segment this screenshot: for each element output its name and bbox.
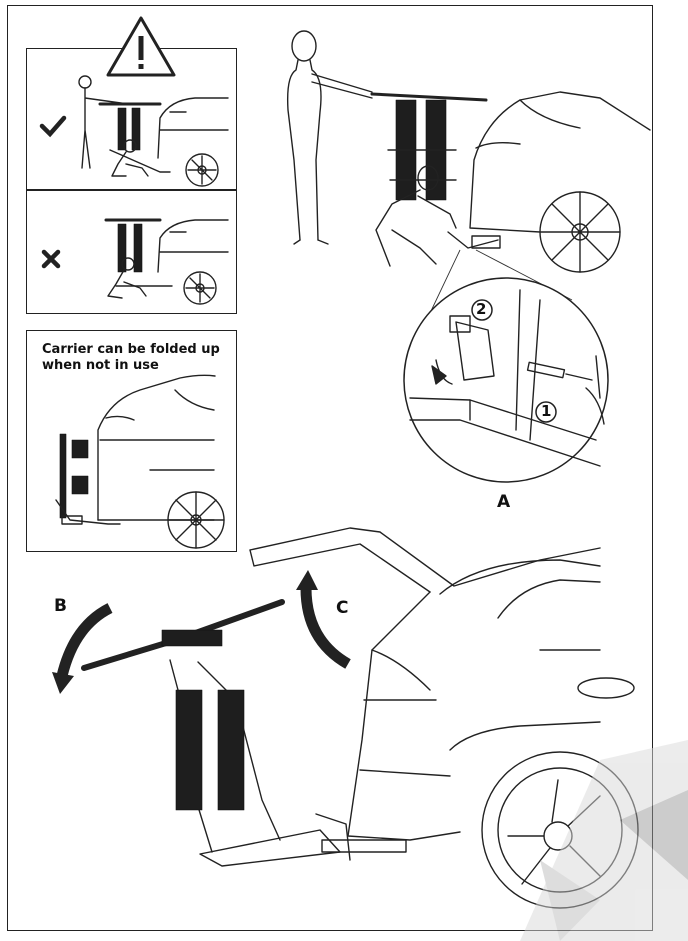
- cross-icon: [41, 249, 61, 269]
- mini-scene-incorrect: [104, 218, 229, 305]
- folded-carrier-scene: [55, 374, 225, 549]
- warning-triangle-icon: [106, 16, 176, 77]
- mini-scene-correct: [78, 75, 229, 187]
- folding-scene: [81, 527, 639, 909]
- note-line-1: Carrier can be folded up: [42, 342, 220, 357]
- label-b: B: [54, 596, 67, 616]
- step-number-1: 1: [541, 402, 552, 420]
- note-line-2: when not in use: [42, 358, 159, 373]
- step-number-2: 2: [476, 300, 487, 318]
- label-a: A: [497, 492, 511, 512]
- label-c: C: [336, 598, 349, 618]
- folded-carrier-note: Carrier can be folded up when not in use: [42, 342, 232, 374]
- detail-circle-a: [403, 277, 609, 483]
- page-border: [7, 5, 653, 931]
- lifting-scene: [286, 30, 651, 273]
- watermark-shapes: [520, 740, 688, 941]
- checkmark-icon: [39, 115, 67, 138]
